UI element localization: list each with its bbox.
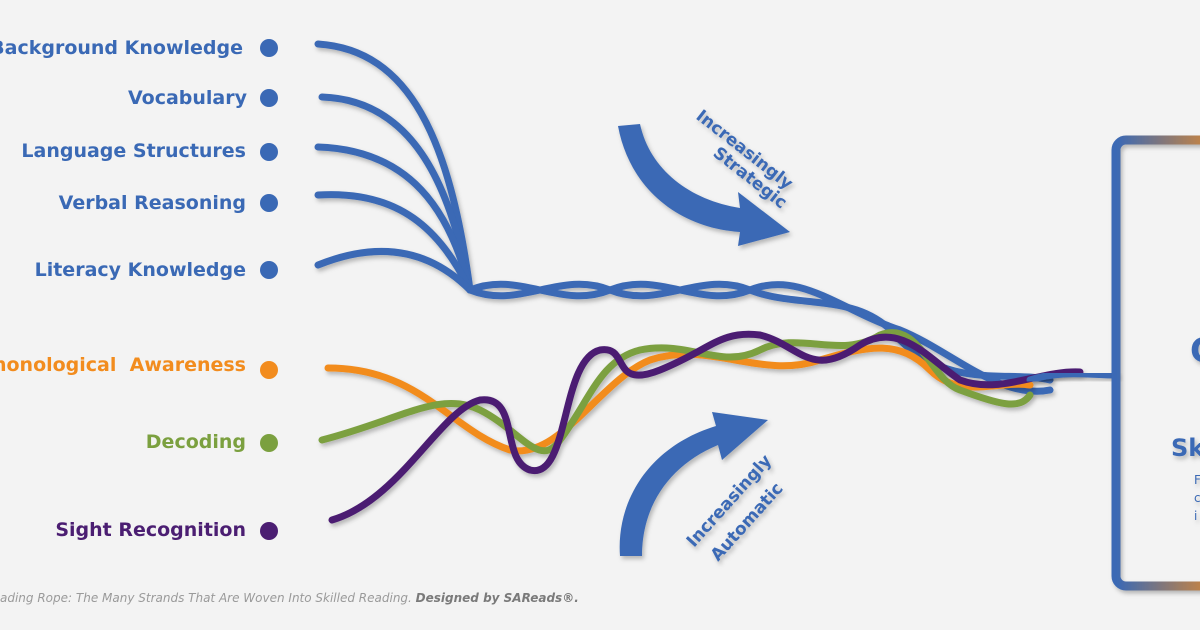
label-language-structures: Language Structures — [21, 140, 246, 162]
box-title-peek: Sk — [1171, 434, 1200, 462]
caption: ading Rope: The Many Strands That Are Wo… — [0, 591, 579, 605]
strategic-arrow: Increasingly Strategic — [618, 106, 796, 246]
dot-background-knowledge — [260, 39, 278, 57]
dot-language-structures — [260, 143, 278, 161]
dot-sight-recognition — [260, 522, 278, 540]
box-letter-peek: C — [1190, 331, 1200, 371]
label-background-knowledge: Background Knowledge — [0, 37, 243, 59]
label-verbal-reasoning: Verbal Reasoning — [59, 192, 246, 214]
box-small-1: F — [1194, 473, 1200, 487]
label-vocabulary: Vocabulary — [128, 87, 248, 109]
label-decoding: Decoding — [146, 431, 246, 453]
combined-rope — [1030, 374, 1115, 380]
strand-sight-recognition — [332, 334, 1080, 520]
label-phonological-awareness: Phonological Awareness — [0, 354, 246, 376]
dot-literacy-knowledge — [260, 261, 278, 279]
label-sight-recognition: Sight Recognition — [55, 519, 246, 541]
caption-text: ading Rope: The Many Strands That Are Wo… — [0, 591, 416, 605]
skilled-reading-box: C Sk F c i — [1116, 140, 1200, 586]
skilled-reading-box-frame — [1116, 140, 1200, 586]
automatic-arrow: Increasingly Automatic — [620, 412, 788, 565]
caption-credit: Designed by SAReads®. — [416, 591, 579, 605]
dot-phonological-awareness — [260, 361, 278, 379]
dot-decoding — [260, 434, 278, 452]
label-literacy-knowledge: Literacy Knowledge — [35, 259, 246, 281]
language-comprehension-strands — [318, 44, 1050, 391]
dot-vocabulary — [260, 89, 278, 107]
word-recognition-strands — [322, 333, 1080, 520]
box-small-3: i — [1194, 509, 1197, 523]
dot-verbal-reasoning — [260, 194, 278, 212]
language-labels: Background Knowledge Vocabulary Language… — [0, 37, 278, 281]
word-recognition-labels: Phonological Awareness Decoding Sight Re… — [0, 354, 278, 541]
box-small-2: c — [1194, 491, 1200, 505]
